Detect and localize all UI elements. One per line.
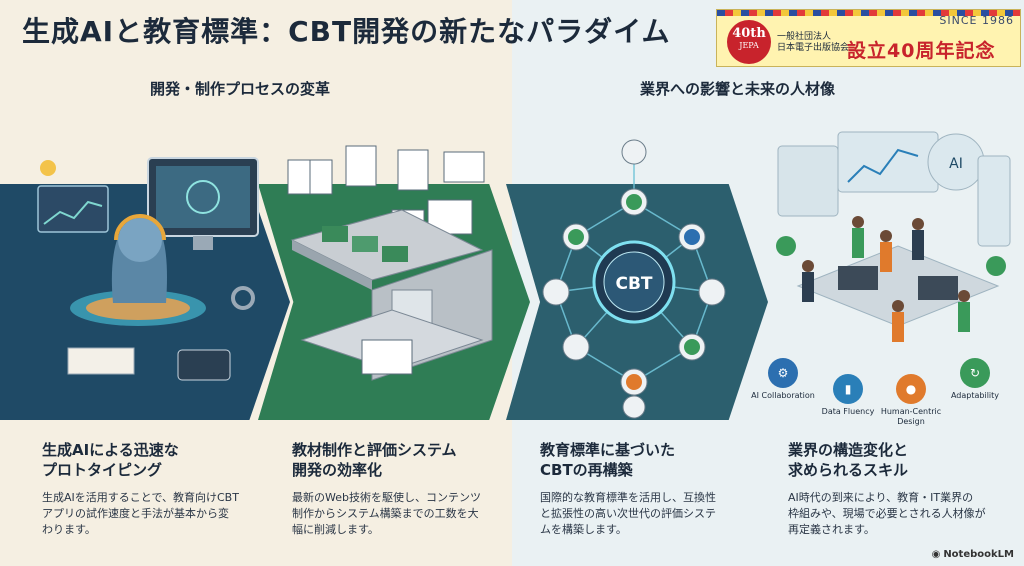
card-body-2: 最新のWeb技術を駆使し、コンテンツ 制作からシステム構築までの工数を大 幅に削…	[292, 490, 512, 538]
svg-text:AI: AI	[949, 156, 963, 172]
card-title-line: プロトタイピング	[42, 461, 163, 479]
card-body-4: AI時代の到来により、教育・IT業界の 枠組みや、現場で必要とされる人材像が 再…	[788, 490, 1010, 538]
cbt-network-illustration: CBT	[542, 139, 726, 419]
card-body-line: 幅に削減します。	[292, 523, 379, 536]
card-title-line: CBTの再構築	[540, 461, 633, 479]
badge-org: 一般社団法人 日本電子出版協会	[777, 32, 849, 54]
badge-stripe	[717, 10, 1020, 16]
card-title-4: 業界の構造変化と 求められるスキル	[788, 440, 908, 480]
skill-data-fluency: ▮ Data Fluency	[813, 374, 883, 417]
ai-chip-icon: ⚙	[768, 358, 798, 388]
card-title-line: 求められるスキル	[788, 461, 909, 479]
seal-label: JEPA	[739, 41, 759, 50]
people-group	[802, 216, 970, 342]
seal-number: 40th	[732, 26, 766, 41]
skill-label: AI Collaboration	[751, 391, 815, 400]
card-body-line: 最新のWeb技術を駆使し、コンテンツ	[292, 491, 481, 504]
team-workspace-illustration: AI	[776, 131, 1011, 342]
card-title-line: 教材制作と評価システム	[292, 441, 457, 459]
badge-since: SINCE 1986	[939, 14, 1014, 27]
jepa-seal: 40th JEPA	[727, 20, 771, 64]
card-body-line: 生成AIを活用することで、教育向けCBT	[42, 491, 239, 504]
skill-label: Human-Centric Design	[880, 407, 942, 426]
card-body-1: 生成AIを活用することで、教育向けCBT アプリの試作速度と手法が基本から変 わ…	[42, 490, 262, 538]
card-body-line: ムを構築します。	[540, 523, 627, 536]
left-section-heading: 開発・制作プロセスの変革	[150, 80, 331, 98]
notebooklm-logo-icon: ◉	[931, 549, 941, 560]
skill-label: Adaptability	[950, 391, 1000, 400]
card-body-line: AI時代の到来により、教育・IT業界の	[788, 491, 974, 504]
skill-adaptability: ↻ Adaptability	[940, 358, 1010, 401]
adapt-icon: ↻	[960, 358, 990, 388]
right-section-heading: 業界への影響と未来の人材像	[640, 80, 836, 98]
card-body-line: 制作からシステム構築までの工数を大	[292, 507, 479, 520]
bar-chart-icon: ▮	[833, 374, 863, 404]
card-body-line: と拡張性の高い次世代の評価システ	[540, 507, 716, 520]
anniversary-badge: SINCE 1986 40th JEPA 一般社団法人 日本電子出版協会 設立4…	[716, 9, 1021, 67]
page-title: 生成AIと教育標準：CBT開発の新たなパラダイム	[22, 15, 671, 48]
card-title-2: 教材制作と評価システム 開発の効率化	[292, 440, 457, 480]
card-body-line: わります。	[42, 523, 96, 536]
badge-anniversary: 設立40周年記念	[847, 40, 996, 62]
people-icon: ●	[896, 374, 926, 404]
card-title-3: 教育標準に基づいた CBTの再構築	[540, 440, 675, 480]
card-title-line: 生成AIによる迅速な	[42, 441, 179, 459]
plant-icon	[776, 236, 796, 256]
lightbulb-icon	[40, 160, 56, 176]
card-body-3: 国際的な教育標準を活用し、互換性 と拡張性の高い次世代の評価システ ムを構築しま…	[540, 490, 760, 538]
card-title-line: 業界の構造変化と	[788, 441, 909, 459]
watermark-label: NotebookLM	[943, 549, 1014, 560]
skill-human-centric-design: ● Human-Centric Design	[876, 374, 946, 427]
org-line2: 日本電子出版協会	[777, 43, 850, 53]
card-body-line: アプリの試作速度と手法が基本から変	[42, 507, 229, 520]
card-title-1: 生成AIによる迅速な プロトタイピング	[42, 440, 179, 480]
notebooklm-watermark: ◉NotebookLM	[932, 549, 1014, 560]
card-body-line: 枠組みや、現場で必要とされる人材像が	[788, 507, 986, 520]
gear-icon	[231, 286, 255, 310]
cbt-hub-label: CBT	[615, 274, 652, 294]
card-body-line: 再定義されます。	[788, 523, 875, 536]
content-factory-illustration: </>	[287, 145, 493, 381]
card-title-line: 開発の効率化	[292, 461, 383, 479]
ai-head-illustration	[37, 157, 259, 381]
card-title-line: 教育標準に基づいた	[540, 441, 676, 459]
skill-label: Data Fluency	[821, 407, 875, 416]
card-body-line: 国際的な教育標準を活用し、互換性	[540, 491, 716, 504]
globe-icon	[621, 139, 647, 165]
skill-ai-collaboration: ⚙ AI Collaboration	[748, 358, 818, 401]
org-line1: 一般社団法人	[777, 32, 832, 42]
